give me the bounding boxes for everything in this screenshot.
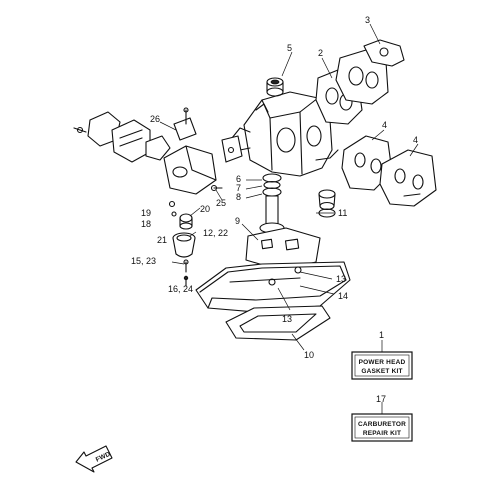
callout-11: 11 [338, 208, 347, 218]
callout-1: 1 [379, 330, 384, 340]
bracket-part [221, 135, 243, 163]
carburetor-body [163, 107, 223, 195]
power-head-kit-line2: GASKET KIT [361, 368, 402, 375]
bushing-part-11 [318, 189, 336, 218]
callout-25: 25 [216, 198, 226, 208]
callout-10: 10 [304, 350, 314, 360]
gasket-part-9 [245, 227, 321, 271]
callout-12-22: 12, 22 [203, 228, 228, 238]
callout-labels: 5 2 3 4 4 26 6 7 8 11 25 20 19 18 9 21 1… [131, 15, 418, 404]
callout-5: 5 [287, 43, 292, 53]
float-bowl-part-12 [172, 232, 196, 258]
reed-valve-assembly [73, 111, 171, 163]
callout-4a: 4 [382, 120, 387, 130]
callout-6: 6 [236, 174, 241, 184]
carburetor-kit-line1: CARBURETOR [358, 421, 406, 428]
callout-13b: 13 [282, 314, 292, 324]
callout-2: 2 [318, 48, 323, 58]
leader-lines [159, 23, 419, 414]
callout-17: 17 [376, 394, 386, 404]
adapter-housing [195, 261, 351, 313]
power-head-kit-line1: POWER HEAD [359, 359, 406, 366]
callout-8: 8 [236, 192, 241, 202]
exhaust-cover-part-4b [379, 149, 437, 207]
callout-26: 26 [150, 114, 160, 124]
power-head-gasket-kit-box: POWER HEAD GASKET KIT [351, 351, 413, 380]
gasket-part-10 [225, 305, 331, 341]
callout-20: 20 [200, 204, 210, 214]
cap-part-5 [266, 77, 284, 97]
callout-4b: 4 [413, 135, 418, 145]
cylinder-block [231, 91, 339, 177]
callout-16-24: 16, 24 [168, 284, 193, 294]
callout-19: 19 [141, 208, 151, 218]
cover-plate-part-3 [335, 39, 405, 105]
callout-18: 18 [141, 219, 151, 229]
callout-13a: 13 [336, 274, 346, 284]
callout-21: 21 [157, 235, 167, 245]
seal-stack-parts-6-7-8 [259, 173, 285, 234]
carburetor-kit-line2: REPAIR KIT [363, 430, 401, 437]
carburetor-repair-kit-box: CARBURETOR REPAIR KIT [351, 413, 413, 442]
callout-3: 3 [365, 15, 370, 25]
callout-7: 7 [236, 183, 241, 193]
fwd-arrow: FWD [75, 445, 113, 473]
callout-15-23: 15, 23 [131, 256, 156, 266]
callout-14: 14 [338, 291, 348, 301]
float-parts [168, 200, 193, 230]
callout-9: 9 [235, 216, 240, 226]
